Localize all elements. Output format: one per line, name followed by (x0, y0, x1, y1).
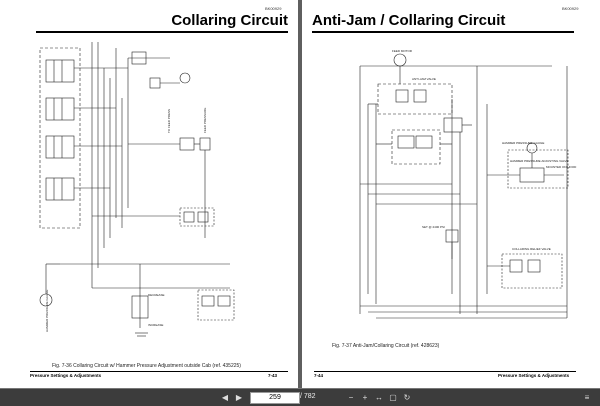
fit-width-icon[interactable]: ↔ (375, 393, 383, 402)
doc-number: BK00929 (265, 6, 282, 11)
right-page: BK00929 Anti-Jam / Collaring Circuit (302, 0, 600, 388)
viewer-toolbar: ◀ ▶ 259 / 782 − + ↔ ▢ ↻ ≡ (0, 388, 600, 406)
label-hammer-adjust: HAMMER PRESSURE ADJUSTING VALVE (510, 159, 568, 163)
label-to-feed: TO FEED PRESS (167, 109, 171, 133)
page-total: / 782 (300, 393, 316, 400)
footer-page-number: 7-44 (314, 373, 324, 378)
left-page: BK00929 Collaring Circuit (0, 0, 298, 388)
page-number-input[interactable]: 259 (250, 392, 300, 404)
zoom-out-icon[interactable]: − (348, 393, 354, 402)
anti-jam-collaring-schematic: FEED MOTOR ANTI-JAM VALVE HAMMER PRESSUR… (359, 49, 577, 319)
figure-caption: Fig. 7-36 Collaring Circuit w/ Hammer Pr… (52, 363, 241, 369)
footer-rule (30, 371, 288, 372)
label-increase: INCREASE (148, 323, 163, 327)
footer-section: Pressure Settings & Adjustments (30, 373, 102, 378)
page-title: Anti-Jam / Collaring Circuit (312, 12, 506, 29)
page-title: Collaring Circuit (171, 12, 288, 29)
collaring-circuit-schematic: HAMMER PRESSURE GAUGE DECREASE INCREASE … (39, 42, 235, 337)
label-anti-jam-valve: ANTI-JAM VALVE (412, 77, 436, 81)
prev-page-icon[interactable]: ◀ (221, 393, 229, 402)
figure-caption: Fig. 7-37 Anti-Jam/Collaring Circuit (re… (332, 343, 440, 349)
next-page-icon[interactable]: ▶ (235, 393, 243, 402)
label-decrease: DECREASE (148, 293, 165, 297)
label-hammer-gauge: HAMMER PRESSURE GAUGE (502, 141, 544, 145)
doc-number: BK00929 (562, 6, 579, 11)
zoom-in-icon[interactable]: + (362, 393, 368, 402)
label-hammer-gauge: HAMMER PRESSURE GAUGE (45, 290, 49, 332)
rotate-icon[interactable]: ↻ (403, 393, 411, 402)
label-feed-pressure: FEED PRESSURE (203, 108, 207, 133)
label-mounted-hood: MOUNTED ON HOOD (546, 165, 577, 169)
title-rule (312, 31, 574, 33)
label-collaring-relief: COLLARING RELIEF VALVE (512, 247, 551, 251)
footer-page-number: 7-43 (268, 373, 278, 378)
fit-page-icon[interactable]: ▢ (389, 393, 397, 402)
label-set-psi: SET @ 2400 PSI (422, 225, 445, 229)
menu-icon[interactable]: ≡ (584, 393, 590, 402)
footer-rule (314, 371, 576, 372)
footer-section: Pressure Settings & Adjustments (498, 373, 570, 378)
title-rule (36, 31, 288, 33)
label-feed-motor: FEED MOTOR (392, 49, 413, 53)
